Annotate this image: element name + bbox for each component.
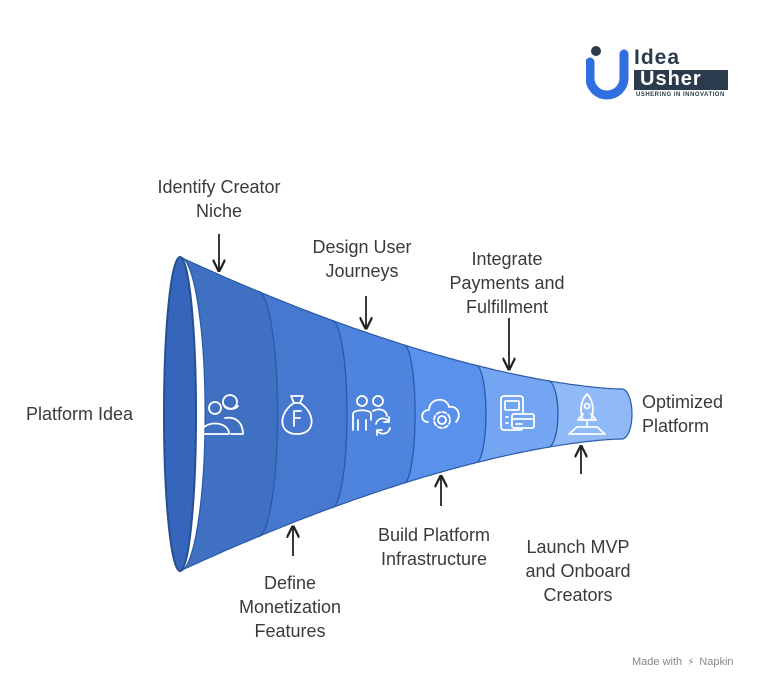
logo-text-usher: Usher: [640, 68, 702, 90]
funnel-segment-2: [257, 290, 348, 538]
funnel-segment-6: [547, 380, 633, 448]
made-with-napkin: Made with ⚡ Napkin: [632, 656, 734, 668]
logo-tagline: USHERING IN INNOVATION: [636, 92, 725, 98]
napkin-icon: ⚡: [687, 657, 695, 668]
stage-label-launch-mvp: Launch MVP and Onboard Creators: [525, 537, 631, 605]
stage-label-identify-creator-niche: Identify Creator Niche: [157, 177, 281, 221]
funnel-segment-1: [179, 256, 279, 572]
user-journey-icon: [352, 395, 391, 436]
cloud-gear-icon: [421, 398, 460, 429]
stage-label-define-monetization: Define Monetization Features: [238, 573, 342, 641]
logo-usher-background: [634, 70, 728, 90]
logo-text-idea: Idea: [634, 46, 681, 69]
logo-mark-icon: [586, 46, 629, 100]
made-with-text: Made with: [632, 656, 683, 668]
output-label: Optimized Platform: [642, 392, 724, 436]
stage-label-build-platform: Build Platform Infrastructure: [377, 525, 491, 569]
funnel-segment-4: [403, 344, 487, 484]
stage-label-integrate-payments: Integrate Payments and Fulfillment: [449, 249, 565, 317]
creators-icon: [200, 394, 244, 435]
napkin-brand: Napkin: [699, 656, 734, 668]
payment-terminal-icon: [500, 395, 535, 431]
money-bag-icon: [281, 395, 313, 435]
funnel-segment-3: [331, 319, 416, 509]
input-label: Platform Idea: [26, 404, 134, 424]
stage-label-design-user-journeys: Design User Journeys: [312, 237, 412, 281]
funnel-mouth: [163, 256, 197, 572]
rocket-launch-icon: [568, 393, 606, 435]
